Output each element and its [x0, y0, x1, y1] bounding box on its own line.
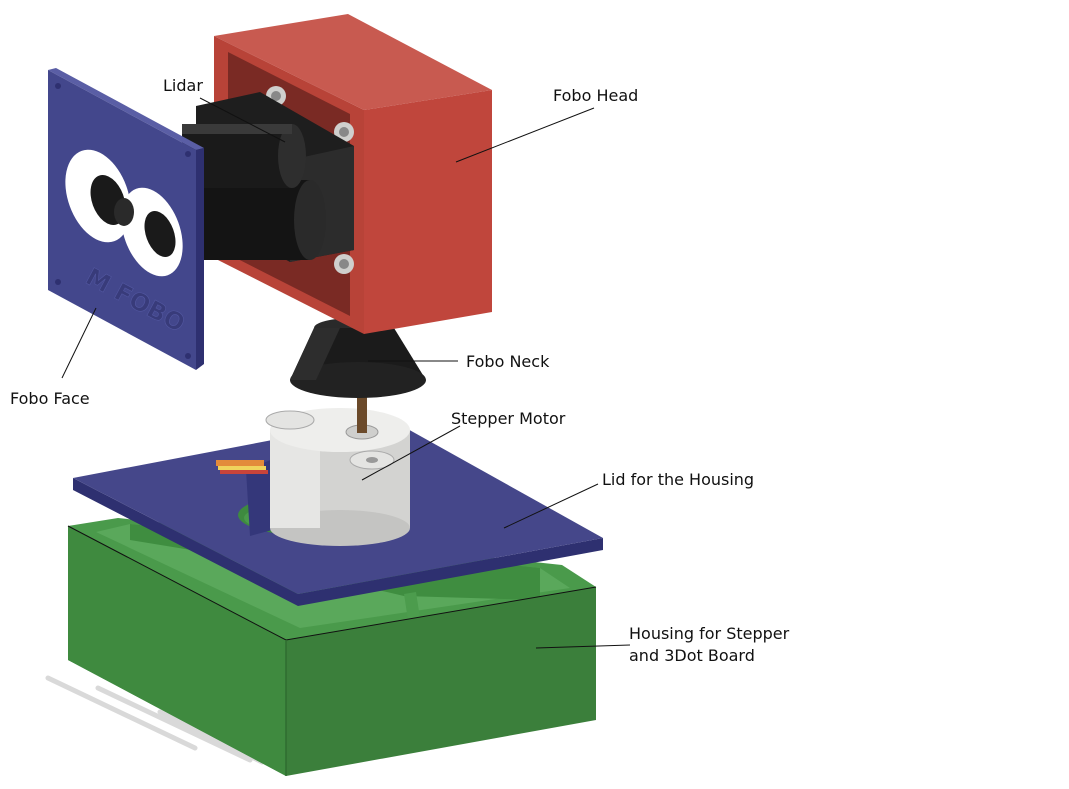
- label-fobo-head: Fobo Head: [553, 86, 638, 105]
- leader-lines: [61, 97, 631, 649]
- label-fobo-neck: Fobo Neck: [466, 352, 550, 371]
- fobo-face: M FOBO: [48, 68, 204, 370]
- label-lid-housing: Lid for the Housing: [602, 470, 754, 489]
- label-housing-line2: and 3Dot Board: [629, 646, 755, 665]
- label-fobo-face: Fobo Face: [10, 389, 90, 408]
- label-lidar: Lidar: [163, 76, 203, 95]
- stepper-motor: [265, 395, 410, 546]
- label-stepper-motor: Stepper Motor: [451, 409, 566, 428]
- label-housing-line1: Housing for Stepper: [629, 624, 790, 643]
- callout-labels: Lidar Fobo Head Fobo Neck Fobo Face Step…: [10, 76, 790, 665]
